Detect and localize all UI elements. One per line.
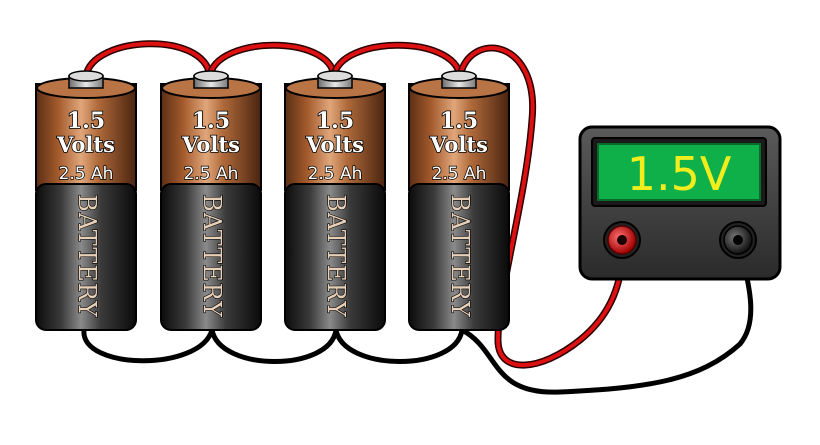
battery-voltage-label: 1.5 [316, 108, 354, 134]
battery-brand-label: BATTERY [73, 194, 101, 318]
positive-wires [82, 40, 626, 369]
battery-unit-label: Volts [181, 132, 240, 157]
battery-capacity-label: 2.5 Ah [59, 164, 114, 184]
wire-neg-1-2 [81, 327, 215, 364]
wire-neg-to-meter [459, 239, 754, 395]
negative-wires [81, 239, 754, 395]
wire-pos-3-4 [330, 41, 464, 80]
battery-unit-label: Volts [56, 132, 115, 157]
battery-4: 1.5 Volts 2.5 Ah BATTERY [408, 70, 510, 331]
battery-capacity-label: 2.5 Ah [308, 164, 363, 184]
battery-capacity-label: 2.5 Ah [184, 164, 239, 184]
battery-voltage-label: 1.5 [440, 108, 478, 134]
voltmeter-display [597, 143, 761, 201]
battery-1: 1.5 Volts 2.5 Ah BATTERY [35, 70, 137, 331]
battery-2: 1.5 Volts 2.5 Ah BATTERY [160, 70, 262, 331]
voltmeter-reading: 1.5V [627, 147, 732, 201]
red-jack-icon[interactable] [603, 221, 641, 259]
battery-capacity-label: 2.5 Ah [432, 164, 487, 184]
wire-pos-1-2 [82, 40, 214, 80]
battery-voltage-label: 1.5 [192, 108, 230, 134]
wire-neg-3-4 [333, 327, 465, 364]
wire-neg-2-3 [209, 327, 339, 364]
battery-brand-label: BATTERY [198, 194, 226, 318]
battery-unit-label: Volts [429, 132, 488, 157]
battery-brand-label: BATTERY [322, 194, 350, 318]
battery-unit-label: Volts [305, 132, 364, 157]
voltmeter: 1.5V [578, 125, 782, 281]
wire-pos-2-3 [206, 41, 338, 80]
battery-3: 1.5 Volts 2.5 Ah BATTERY [284, 70, 386, 331]
battery-brand-label: BATTERY [446, 194, 474, 318]
battery-voltage-label: 1.5 [67, 108, 105, 134]
black-jack-icon[interactable] [719, 221, 757, 259]
